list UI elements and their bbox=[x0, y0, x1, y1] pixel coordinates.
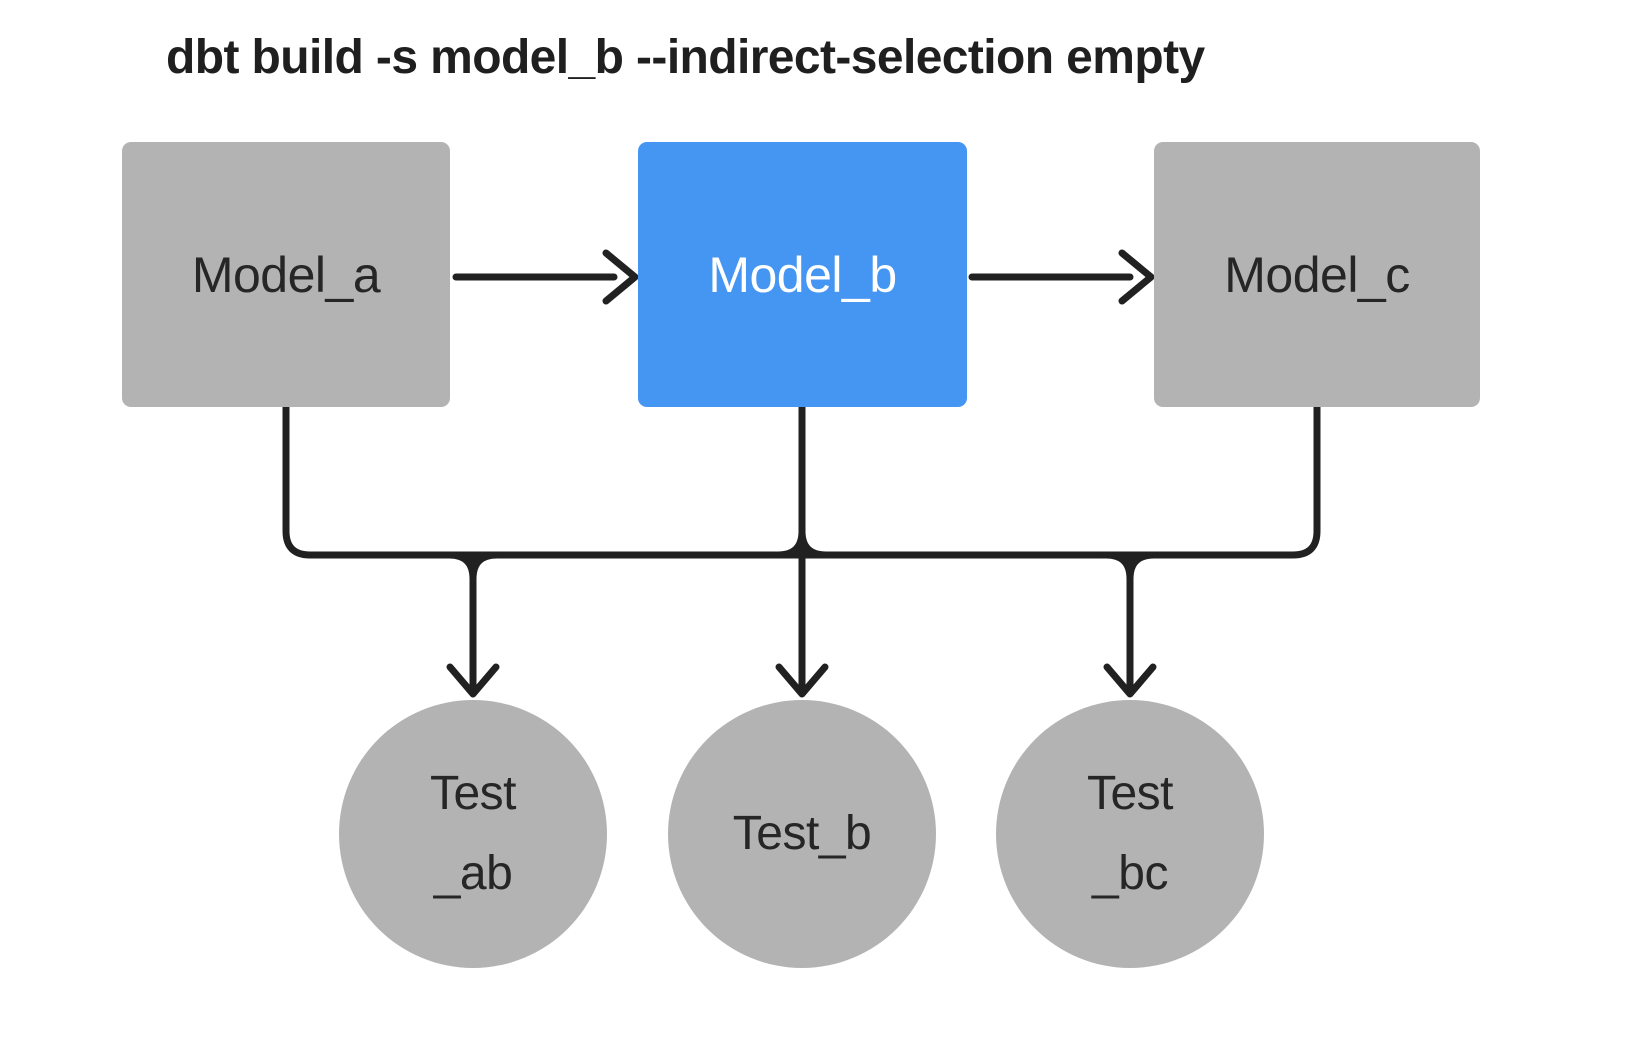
arrowhead-test-b bbox=[775, 663, 829, 698]
node-model-b-label: Model_b bbox=[708, 246, 897, 303]
edge-model-a-to-model-b bbox=[452, 249, 639, 305]
node-test-ab-label-line-1: Test bbox=[429, 767, 517, 820]
node-model-a: Model_a bbox=[122, 142, 450, 407]
node-test-bc-label-line-1: Test bbox=[1086, 767, 1174, 820]
edge-test-ab-bus-fillet bbox=[445, 551, 501, 583]
edge-model-b-bus-fillet bbox=[774, 527, 830, 559]
node-model-b-selected: Model_b bbox=[638, 142, 967, 407]
node-model-c: Model_c bbox=[1154, 142, 1480, 407]
node-model-c-label: Model_c bbox=[1224, 246, 1410, 303]
edge-model-b-to-model-c bbox=[968, 249, 1155, 305]
arrowhead-test-bc bbox=[1103, 663, 1157, 698]
node-test-bc: Test _bc bbox=[996, 700, 1264, 968]
diagram-title: dbt build -s model_b --indirect-selectio… bbox=[166, 31, 1205, 84]
node-test-ab-label-line-2: _ab bbox=[433, 847, 513, 900]
arrowhead-test-ab bbox=[446, 663, 500, 698]
node-test-bc-label-line-2: _bc bbox=[1092, 847, 1168, 900]
node-test-ab: Test _ab bbox=[339, 700, 607, 968]
node-test-b: Test_b bbox=[668, 700, 936, 968]
edge-test-bc-bus-fillet bbox=[1102, 551, 1158, 583]
node-test-b-label-line-1: Test_b bbox=[732, 807, 872, 860]
node-model-a-label: Model_a bbox=[191, 246, 381, 303]
